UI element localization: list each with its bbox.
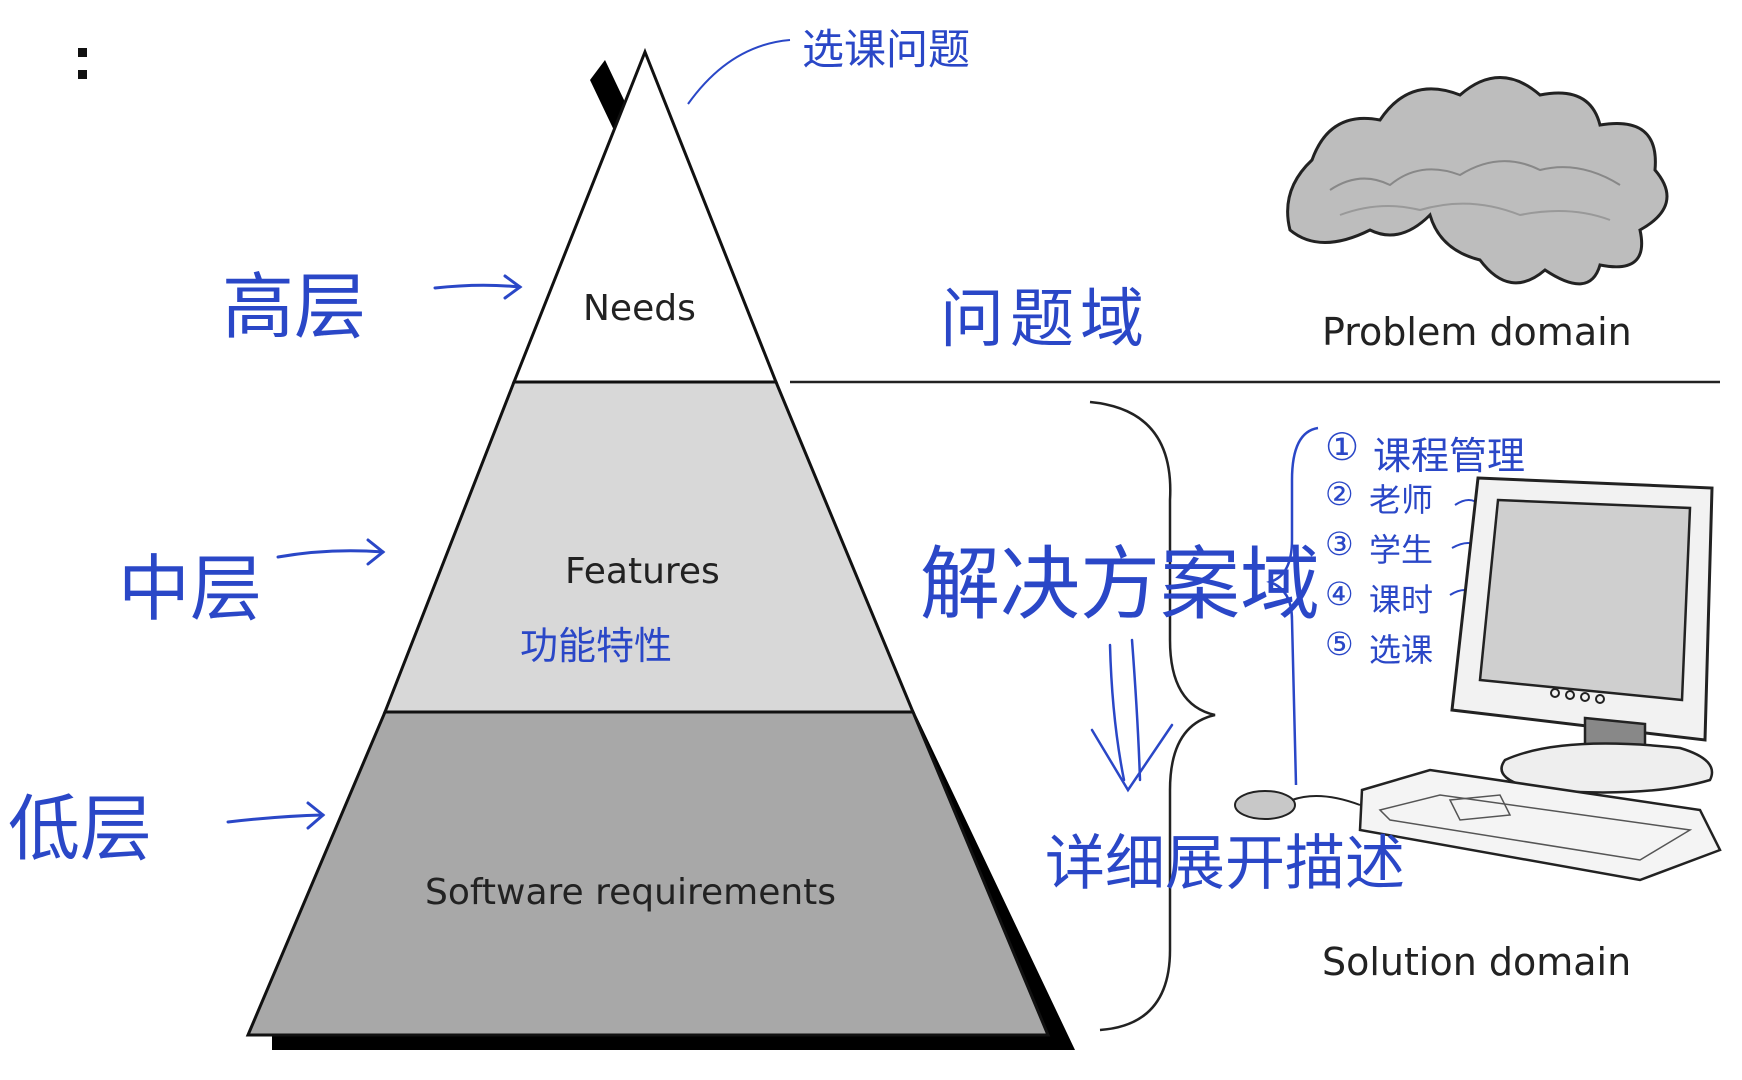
- solution-domain-cn: 解决方案域: [920, 538, 1320, 631]
- colon-mark-icon-lower: [78, 70, 87, 79]
- problem-domain-cn: 问题域: [940, 283, 1150, 357]
- list-item: ④ 课时: [1325, 575, 1525, 621]
- colon-mark-icon: [78, 48, 87, 57]
- list-item: ⑤ 选课: [1325, 625, 1525, 671]
- note-leader-line: [687, 39, 791, 105]
- module-number: ⑤: [1325, 625, 1354, 663]
- expand-note: 详细展开描述: [1045, 829, 1405, 899]
- computer-icon: [1234, 476, 1722, 882]
- module-number: ④: [1325, 575, 1354, 613]
- level-mid-label: 中层: [118, 547, 263, 631]
- problem-domain-label: Problem domain: [1322, 310, 1632, 354]
- arrow-low-icon: [226, 801, 326, 830]
- module-number: ①: [1325, 425, 1360, 469]
- list-item: ③ 学生: [1325, 525, 1525, 571]
- module-name: 老师: [1369, 481, 1434, 519]
- arrow-mid-icon: [276, 538, 386, 566]
- module-number: ③: [1325, 525, 1354, 563]
- arrow-high-icon: [433, 274, 523, 300]
- module-name: 学生: [1369, 531, 1434, 569]
- features-note: 功能特性: [520, 624, 673, 668]
- list-item: ② 老师: [1325, 475, 1525, 521]
- level-high-label: 高层: [222, 265, 367, 349]
- solution-brace: [1089, 400, 1216, 1032]
- module-brace: [1266, 426, 1319, 786]
- features-label: Features: [565, 551, 720, 592]
- pyramid-requirements-tier: [245, 710, 1051, 1037]
- solution-domain-label: Solution domain: [1322, 940, 1632, 984]
- list-item: ① 课程管理: [1325, 425, 1625, 478]
- level-low-label: 低层: [8, 787, 153, 871]
- top-note: 选课问题: [802, 25, 971, 74]
- pyramid-needs-tier: [511, 47, 779, 384]
- problem-cloud-icon: [1286, 76, 1669, 286]
- requirements-label: Software requirements: [425, 872, 837, 913]
- module-name: 课时: [1369, 581, 1434, 619]
- module-name: 课程管理: [1373, 434, 1526, 478]
- double-down-arrow-icon: [1090, 638, 1174, 793]
- module-name: 选课: [1369, 631, 1434, 669]
- needs-label: Needs: [583, 288, 696, 329]
- module-number: ②: [1325, 475, 1354, 513]
